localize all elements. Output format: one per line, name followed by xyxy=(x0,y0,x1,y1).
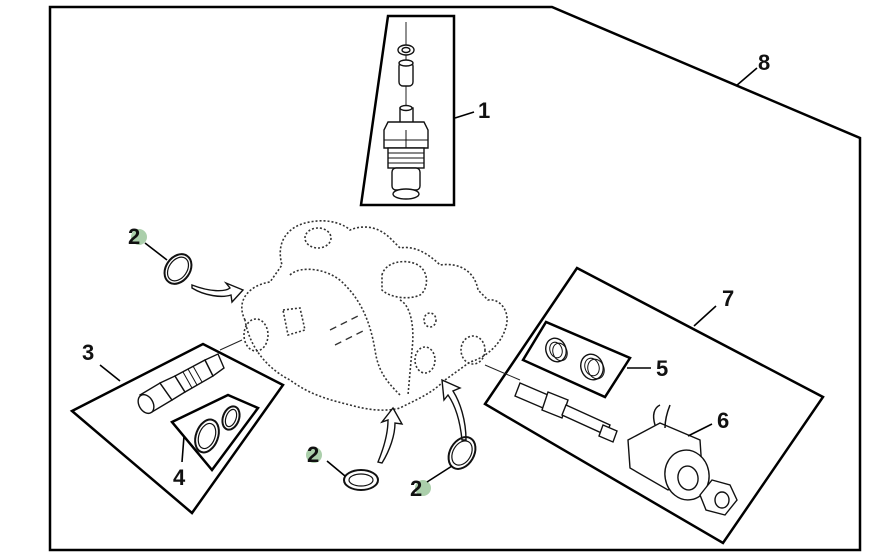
relief-valve xyxy=(137,339,243,415)
kit-1-frame xyxy=(359,14,456,207)
callout-6-leader xyxy=(687,423,713,437)
callout-6[interactable]: 6 xyxy=(717,408,729,433)
callout-2c-leader xyxy=(426,465,453,483)
callout-2c[interactable]: 2 xyxy=(410,476,422,501)
callout-8[interactable]: 8 xyxy=(758,50,770,75)
kit-5-frame xyxy=(521,320,632,399)
callout-2a-leader xyxy=(144,242,168,261)
kit-4-frame xyxy=(170,393,260,473)
arrow-to-body-bottom xyxy=(377,406,404,464)
solenoid-coil xyxy=(627,404,710,501)
callout-4[interactable]: 4 xyxy=(173,465,186,490)
callout-7[interactable]: 7 xyxy=(722,286,734,311)
spring-kit xyxy=(545,337,605,381)
arrow-to-body-right xyxy=(441,378,467,441)
callout-2c-highlight xyxy=(415,480,431,496)
callout-2a-highlight xyxy=(131,229,147,245)
callout-1-leader xyxy=(454,111,475,119)
callout-5[interactable]: 5 xyxy=(656,356,668,381)
callout-3-leader xyxy=(99,364,121,382)
callout-2a[interactable]: 2 xyxy=(128,224,140,249)
cartridge-valve xyxy=(383,22,429,200)
coil-nut xyxy=(699,479,738,516)
callout-3[interactable]: 3 xyxy=(82,340,94,365)
callout-7-leader xyxy=(693,305,717,327)
assembly-frame xyxy=(48,5,862,552)
o-ring-right xyxy=(447,436,477,470)
callout-2b-leader xyxy=(326,460,346,477)
callout-1[interactable]: 1 xyxy=(478,98,490,123)
kit-7-frame xyxy=(483,266,825,545)
solenoid-valve-stem xyxy=(484,364,618,443)
kit-3-frame xyxy=(69,342,285,515)
callout-8-leader xyxy=(735,67,758,87)
valve-body xyxy=(241,220,508,411)
arrow-to-body-left xyxy=(191,281,245,304)
callout-4-leader xyxy=(181,435,185,463)
callout-2b[interactable]: 2 xyxy=(307,442,319,467)
o-ring-left xyxy=(163,253,193,285)
o-ring-kit xyxy=(194,405,241,454)
callout-2b-highlight xyxy=(306,447,322,463)
o-ring-bottom xyxy=(343,469,379,491)
